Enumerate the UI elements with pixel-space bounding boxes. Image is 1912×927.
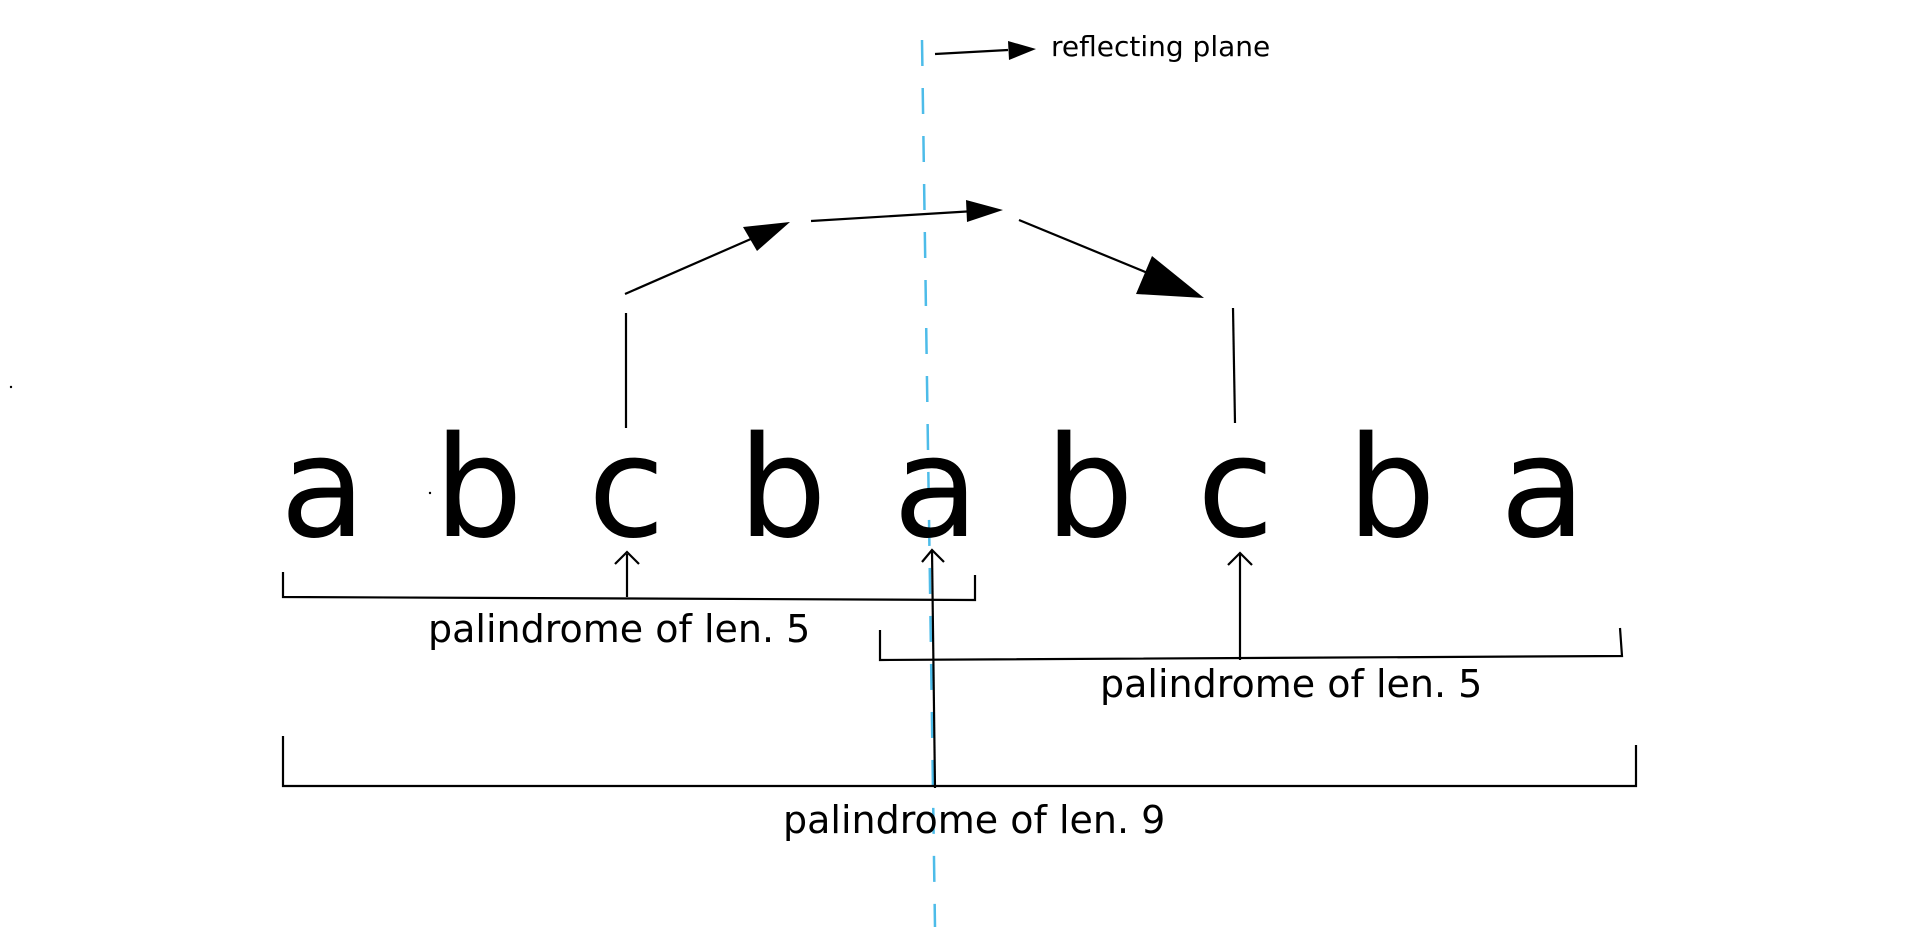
caption-right-palindrome: palindrome of len. 5 xyxy=(1100,662,1482,706)
bracket-right-palindrome xyxy=(878,551,1624,662)
caption-full-palindrome: palindrome of len. 9 xyxy=(783,798,1165,842)
letter: a xyxy=(280,407,366,570)
bracket-full-palindrome xyxy=(281,736,1638,788)
letter: b xyxy=(434,407,523,570)
letter: b xyxy=(738,407,827,570)
center-marker xyxy=(921,548,945,789)
letter: c xyxy=(1197,407,1274,570)
reflection-arrow-icon xyxy=(810,200,1003,223)
reflection-arrow-icon xyxy=(624,222,790,296)
stray-dot xyxy=(428,491,432,495)
letter: a xyxy=(1500,407,1586,570)
reflection-path xyxy=(624,200,1237,428)
bracket-left-palindrome xyxy=(281,550,977,602)
arrow-up-icon xyxy=(1227,551,1253,566)
letter: b xyxy=(1347,407,1436,570)
stray-dot xyxy=(9,385,13,389)
reflecting-plane-arrow-icon xyxy=(934,41,1036,60)
connector-line-right xyxy=(1231,307,1237,424)
letter-sequence: a b c b a b c b a xyxy=(280,407,1586,570)
letter: c xyxy=(588,407,665,570)
arrow-up-icon xyxy=(921,548,945,563)
caption-left-palindrome: palindrome of len. 5 xyxy=(428,607,810,651)
arrow-up-icon xyxy=(614,550,640,565)
reflection-arrow-icon xyxy=(1018,218,1204,298)
reflecting-plane-line xyxy=(920,39,937,927)
reflecting-plane-label: reflecting plane xyxy=(1051,30,1270,63)
letter: a xyxy=(893,407,979,570)
letter: b xyxy=(1045,407,1134,570)
